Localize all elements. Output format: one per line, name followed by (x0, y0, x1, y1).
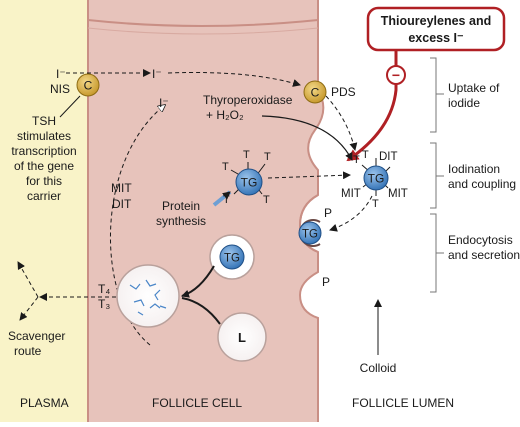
nis-carrier (76, 73, 100, 97)
stage-brackets (430, 57, 444, 293)
scavenger-line2: route (14, 344, 42, 358)
tg-vesicle-label: TG (224, 253, 240, 265)
inhibit-symbol-circle (386, 65, 406, 85)
lysosome-group: L (217, 312, 267, 362)
scavenger-arrow-down (19, 296, 39, 321)
tg-endocytosed-group: TG (298, 219, 322, 247)
pds-carrier-label: C (311, 86, 320, 100)
stage-endocytosis-line1: Endocytosis (448, 233, 513, 247)
follicle-cell-region (87, 0, 325, 422)
mit-cell-label: MIT (111, 181, 132, 195)
tg-vesicle-group: TG (209, 234, 255, 280)
iodide-cell-label-side: I⁻ (159, 96, 169, 110)
h2o2-label: + H₂O₂ (206, 108, 244, 122)
tg-vesicle (219, 244, 245, 270)
lysosome-label: L (238, 330, 246, 345)
inhibitor-line1: Thioureylenes and (381, 14, 491, 28)
tg-lumen-label: TG (368, 172, 385, 186)
thyroperoxidase-label: Thyroperoxidase (203, 93, 293, 107)
stage-iodination-line2: and coupling (448, 177, 516, 191)
p-label-top: P (324, 206, 332, 220)
iodide-cell-label-top: I⁻ (152, 67, 162, 81)
nis-label: NIS (50, 82, 70, 96)
protein-synthesis-line1: Protein (162, 199, 200, 213)
inhibitor-line2: excess I⁻ (408, 31, 464, 45)
tg-cell-label: TG (241, 176, 258, 190)
inhibitor-box: Thioureylenes and excess I⁻ (366, 6, 506, 52)
lysosome (217, 312, 267, 362)
tg-endocytosed-label: TG (302, 229, 318, 241)
stage-endocytosis-line2: and secretion (448, 248, 520, 262)
t-cell-1: T (222, 161, 229, 173)
tg-lumen-group: TG T T DIT MIT MIT T (341, 149, 408, 210)
phagolysosome (116, 264, 180, 328)
protein-synthesis-line2: synthesis (156, 214, 206, 228)
dit-cell-label: DIT (112, 197, 132, 211)
t-lumen-2: T (362, 149, 369, 161)
mit-lumen-right: MIT (388, 188, 408, 200)
stage-iodination-line1: Iodination (448, 162, 500, 176)
pds-to-lumen-arrow (325, 95, 358, 151)
colloid-label: Colloid (360, 361, 397, 375)
iodinated-tg-return-arrow (329, 195, 373, 232)
tsh-pointer (59, 95, 81, 118)
tg-endocytosed (298, 221, 322, 245)
protein-synthesis-arrow (212, 190, 232, 207)
pds-label: PDS (331, 85, 356, 99)
tsh-line3: transcription (11, 144, 76, 158)
peroxidase-arrow (261, 115, 353, 161)
tg-cell-group: TG T T T T T (222, 149, 271, 206)
t-lumen-1: T (353, 154, 360, 166)
iodide-plasma-label: I⁻ (56, 67, 66, 81)
stage-uptake-line2: iodide (448, 96, 480, 110)
inhibition-arrow (346, 50, 398, 162)
nis-carrier-label: C (84, 79, 93, 93)
dit-lumen-label: DIT (379, 151, 398, 163)
t4-label: T₄ (98, 282, 110, 296)
inhibit-symbol: − (392, 67, 400, 83)
t-lumen-3: T (372, 198, 379, 210)
plasma-label: PLASMA (20, 396, 69, 410)
vesicle-to-phagolysosome-arrow (181, 265, 215, 298)
tsh-line4: of the gene (14, 159, 74, 173)
tsh-line1: TSH (32, 114, 56, 128)
tsh-line2: stimulates (17, 129, 71, 143)
t-cell-4: T (223, 194, 230, 206)
iodide-to-pds-arrow (167, 72, 301, 87)
tg-cell (235, 168, 263, 196)
tsh-line5: for this (26, 174, 62, 188)
plasma-region (0, 0, 88, 422)
pds-carrier (303, 80, 327, 104)
lysosome-to-phagolysosome-arrow (181, 297, 221, 325)
phagolysosome-group (116, 264, 180, 328)
tg-lumen (363, 165, 389, 191)
follicle-cell-label: FOLLICLE CELL (152, 396, 242, 410)
p-label-bottom: P (322, 275, 330, 289)
mit-lumen-left: MIT (341, 188, 361, 200)
t-cell-5: T (263, 194, 270, 206)
follicle-lumen-label: FOLLICLE LUMEN (352, 396, 454, 410)
t3-label: T₃ (98, 297, 110, 311)
scavenger-line1: Scavenger (8, 329, 65, 343)
t-cell-2: T (243, 149, 250, 161)
endocytosis-pocket (298, 194, 319, 253)
t-cell-3: T (264, 151, 271, 163)
stage-uptake-line1: Uptake of (448, 81, 500, 95)
tsh-line6: carrier (27, 189, 61, 203)
